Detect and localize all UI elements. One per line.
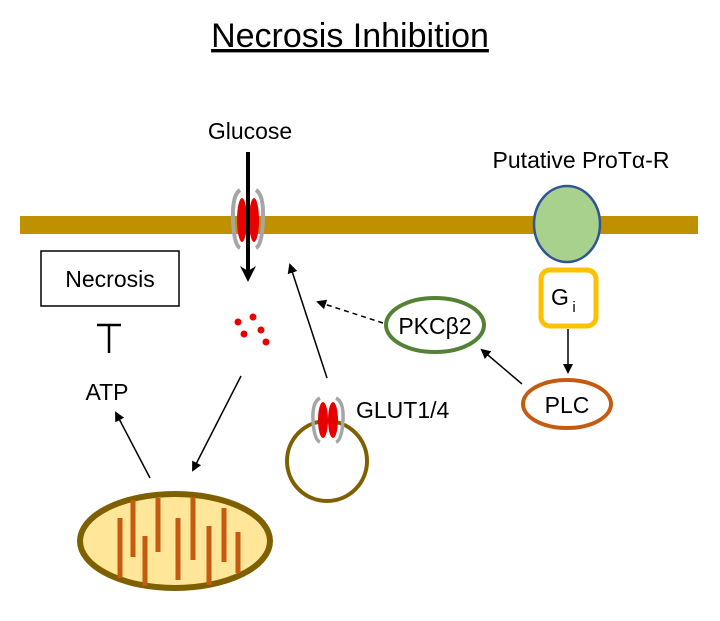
diagram-title: Necrosis Inhibition: [211, 17, 489, 55]
glucose-label: Glucose: [208, 118, 292, 144]
vesicle-icon: [285, 419, 369, 503]
plc-label: PLC: [545, 392, 590, 418]
glucose-to-mitochondria-arrow: [192, 375, 242, 472]
receptor-icon: [532, 184, 602, 264]
mitochondria-to-atp-arrow: [115, 411, 151, 479]
plc-to-pkc-arrow: [480, 348, 523, 385]
receptor-label: Putative ProTα-R: [493, 147, 670, 173]
plc-node: [521, 378, 613, 430]
atp-label: ATP: [85, 379, 128, 405]
glut-transporter-icon: [311, 396, 345, 444]
pkc-node: [384, 296, 486, 354]
glut-translocation-arrow: [287, 263, 328, 379]
inhibition-symbol: [97, 323, 121, 353]
gi-label: G: [551, 284, 569, 310]
glucose-molecules-icon: [234, 313, 270, 346]
pkc-label: PKCβ2: [398, 313, 471, 339]
pkc-to-glut-dashed-arrow: [316, 299, 384, 324]
necrosis-box: [40, 250, 180, 307]
cell-membrane: [20, 216, 698, 234]
necrosis-label: Necrosis: [65, 266, 154, 292]
glut-label: GLUT1/4: [356, 397, 450, 423]
gi-subscript: i: [572, 299, 575, 316]
mitochondrion-icon: [77, 491, 273, 591]
gi-protein-box: [538, 267, 599, 329]
glucose-transporter-icon: [230, 188, 266, 250]
